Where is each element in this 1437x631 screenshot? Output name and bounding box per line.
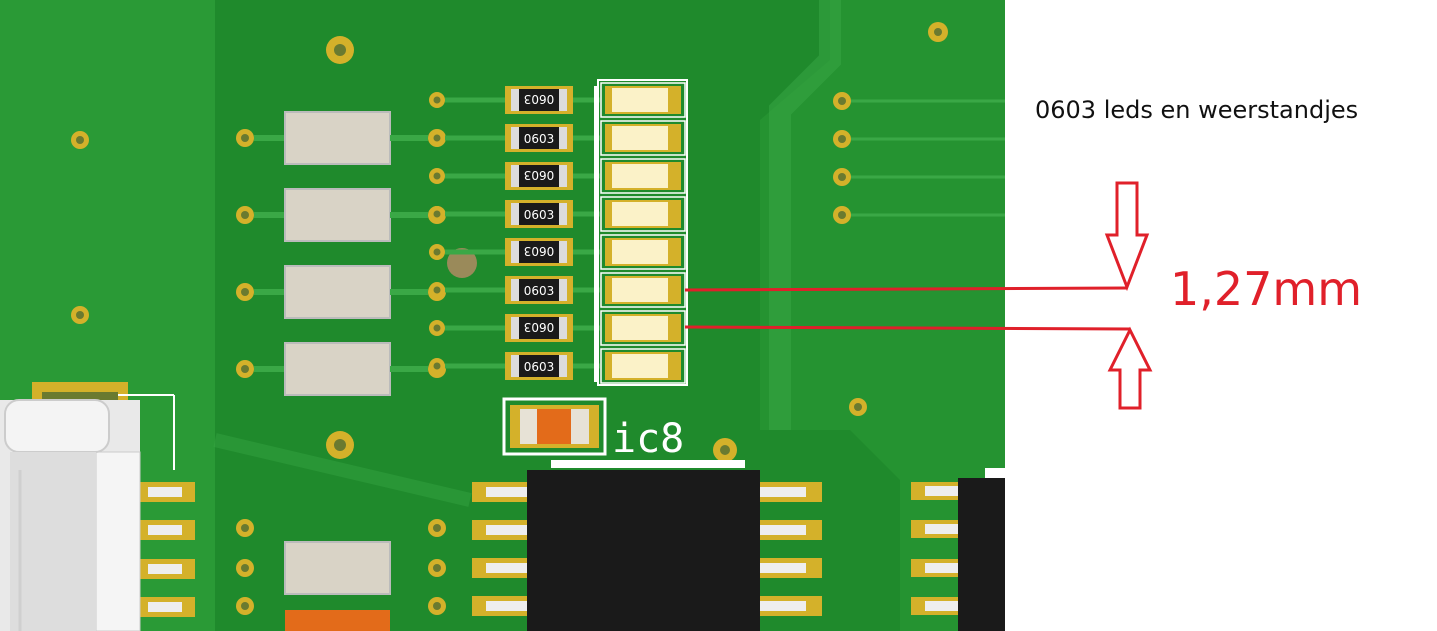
resistor-marking: 0603 xyxy=(524,244,555,258)
resistor-marking: 0603 xyxy=(524,168,555,182)
capacitor-orange xyxy=(502,397,607,456)
leds-0603 xyxy=(594,79,688,386)
resistor-marking: 0603 xyxy=(524,360,555,374)
dimension-label: 1,27mm xyxy=(1170,262,1363,316)
ic-chip xyxy=(472,460,822,631)
caption-text: 0603 leds en weerstandjes xyxy=(1035,96,1359,124)
resistor-marking: 0603 xyxy=(524,132,555,146)
bottom-pads xyxy=(236,519,446,615)
resistors-0603: 0603 0603 0603 0603 0603 0603 0603 0603 xyxy=(429,86,600,380)
resistor-marking: 0603 xyxy=(524,208,555,222)
pcb-render: 0603 0603 0603 0603 0603 0603 0603 0603 ic8 xyxy=(0,0,1005,631)
right-vias xyxy=(833,92,1005,224)
via-holes xyxy=(71,22,948,462)
resistor-marking: 0603 xyxy=(524,284,555,298)
arrow-up-icon xyxy=(1107,326,1153,410)
large-resistors xyxy=(236,111,446,631)
connector-jst xyxy=(0,382,195,631)
resistor-marking: 0603 xyxy=(524,92,555,106)
arrow-down-icon xyxy=(1104,181,1150,292)
ic-chip-right xyxy=(911,468,1005,631)
designator-label: ic8 xyxy=(612,416,684,462)
resistor-marking: 0603 xyxy=(524,320,555,334)
